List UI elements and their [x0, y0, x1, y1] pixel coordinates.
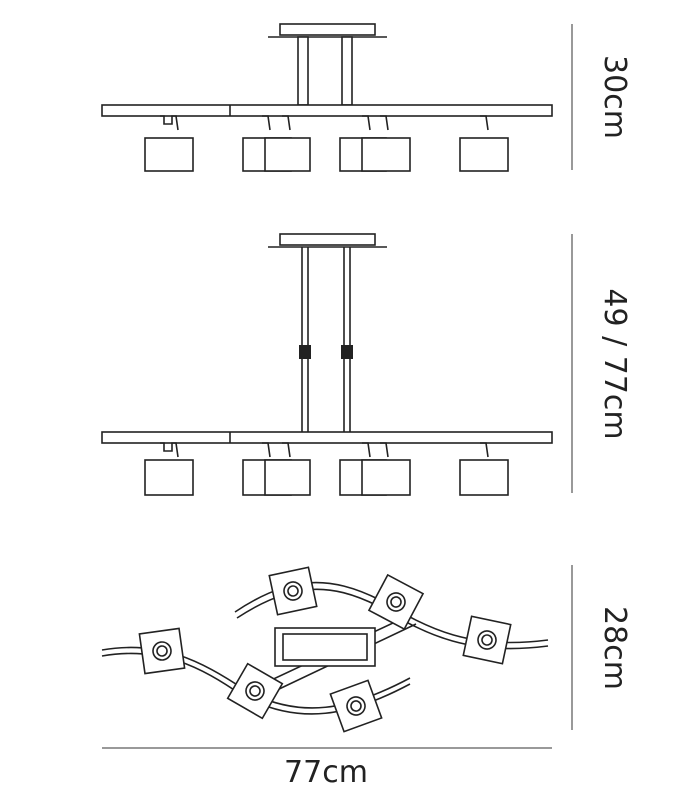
shade-top-1 — [138, 627, 186, 675]
shade-top-6 — [329, 679, 383, 733]
dimension-label-height-drop: 49 / 77cm — [597, 288, 632, 439]
top-view: 28cm 77cm — [101, 565, 632, 790]
dimension-label-width: 77cm — [284, 755, 368, 790]
side-view-suspended: 49 / 77cm — [101, 233, 632, 496]
cable-grip-left — [299, 345, 311, 359]
shade-top-5 — [226, 662, 284, 720]
ceiling-plate — [279, 23, 376, 36]
fixture-bar-2 — [101, 431, 553, 444]
shade-top-3 — [367, 573, 425, 631]
shade-3 — [264, 137, 311, 172]
fixture-bar — [101, 104, 553, 117]
shade-top-4 — [462, 615, 512, 665]
dimension-label-depth: 28cm — [597, 606, 632, 690]
shade-5 — [361, 137, 411, 172]
cable-grip-right — [341, 345, 353, 359]
shade-6 — [459, 137, 509, 172]
side-view-close-mount: 30cm — [101, 23, 632, 172]
rod-left — [297, 36, 309, 106]
shade-row — [144, 115, 509, 172]
shade-1 — [144, 137, 194, 172]
shade-top-2 — [268, 566, 318, 616]
ceiling-plate-2 — [279, 233, 376, 246]
rod-right — [341, 36, 353, 106]
dimension-label-height-close: 30cm — [597, 55, 632, 139]
shade-row-2 — [144, 442, 509, 496]
